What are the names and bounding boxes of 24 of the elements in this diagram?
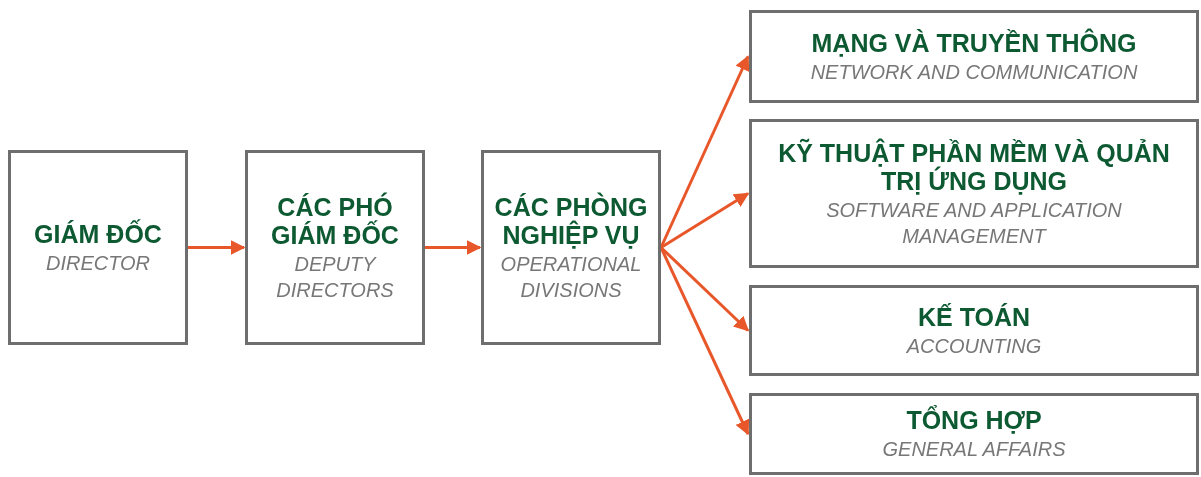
org-box [8, 150, 188, 345]
org-box [749, 393, 1199, 475]
box-title: KỸ THUẬT PHẦN MỀM VÀ QUẢN TRỊ ỨNG DỤNG [777, 138, 1171, 195]
org-box [749, 285, 1199, 376]
box-subtitle: ACCOUNTING [906, 333, 1042, 359]
arrow [660, 192, 750, 249]
box-title: GIÁM ĐỐC [34, 219, 162, 248]
org-box [749, 10, 1199, 103]
box-title: TỔNG HỢP [906, 406, 1042, 434]
arrow [425, 240, 482, 255]
box-subtitle: GENERAL AFFAIRS [882, 437, 1066, 462]
box-title: KẾ TOÁN [917, 302, 1031, 331]
box-title: CÁC PHÓ GIÁM ĐỐC [270, 192, 400, 249]
org-box [481, 150, 661, 345]
box-subtitle: DIRECTOR [45, 250, 151, 276]
box-title: MẠNG VÀ TRUYỀN THÔNG [811, 28, 1137, 57]
box-subtitle: NETWORK AND COMMUNICATION [810, 59, 1138, 85]
box-title: CÁC PHÒNG NGHIỆP VỤ [493, 192, 649, 249]
box-subtitle: SOFTWARE AND APPLICATION MANAGEMENT [825, 197, 1123, 249]
box-subtitle: DEPUTY DIRECTORS [275, 251, 395, 303]
org-box [749, 119, 1199, 268]
org-box [245, 150, 425, 345]
arrow [188, 240, 246, 255]
box-subtitle: OPERATIONAL DIVISIONS [499, 251, 643, 303]
